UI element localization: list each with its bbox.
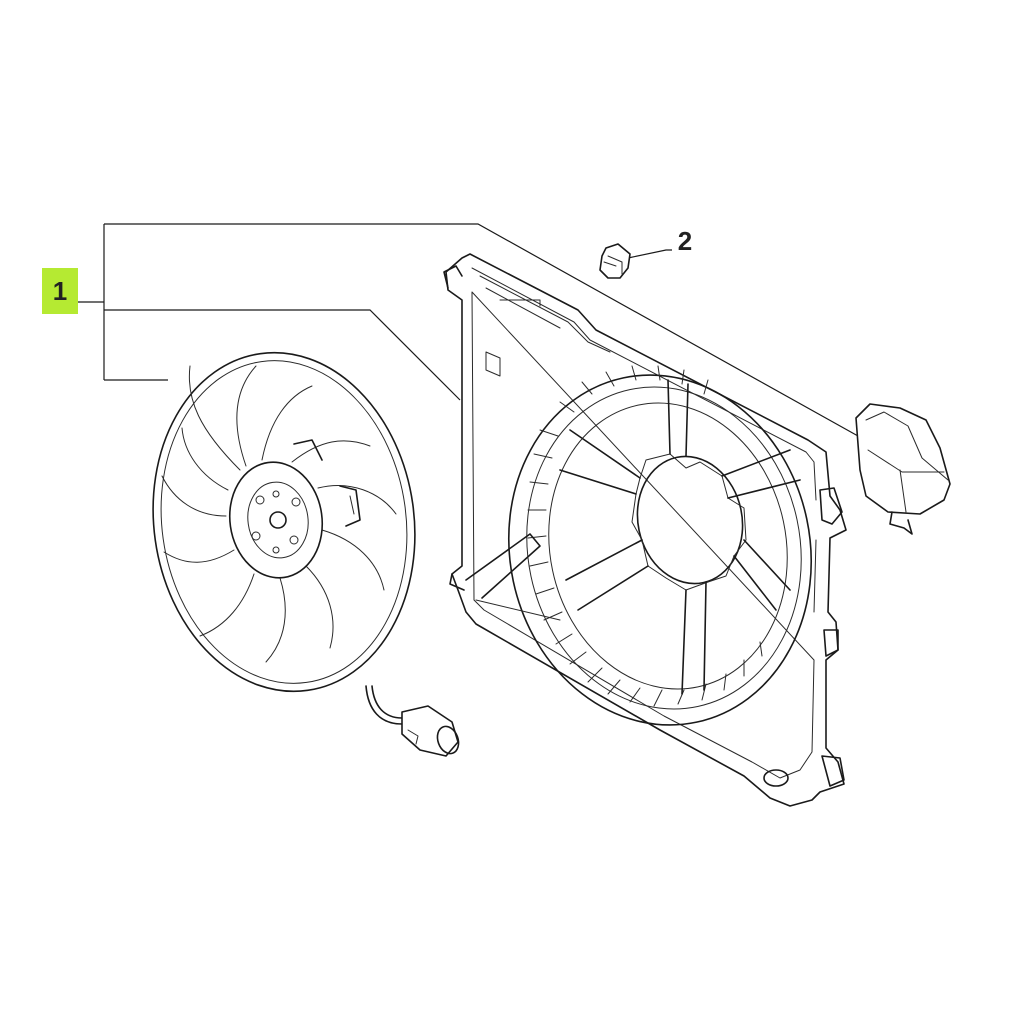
callout-label-1: 1 bbox=[42, 268, 78, 314]
leader-to-shroud-cover bbox=[104, 223, 859, 437]
fan-blades bbox=[161, 365, 397, 663]
cooling-fan-assembly bbox=[152, 351, 460, 757]
callout-1-leaders bbox=[78, 223, 859, 437]
fan-shroud bbox=[443, 253, 847, 807]
leader-to-shroud bbox=[104, 309, 461, 401]
leader-to-clip bbox=[627, 249, 672, 259]
clip-part bbox=[599, 243, 631, 279]
shroud-ring-fins bbox=[527, 365, 763, 707]
shroud-spokes bbox=[559, 379, 801, 695]
shroud-flap-cover bbox=[855, 403, 951, 535]
callout-label-2: 2 bbox=[677, 225, 693, 256]
